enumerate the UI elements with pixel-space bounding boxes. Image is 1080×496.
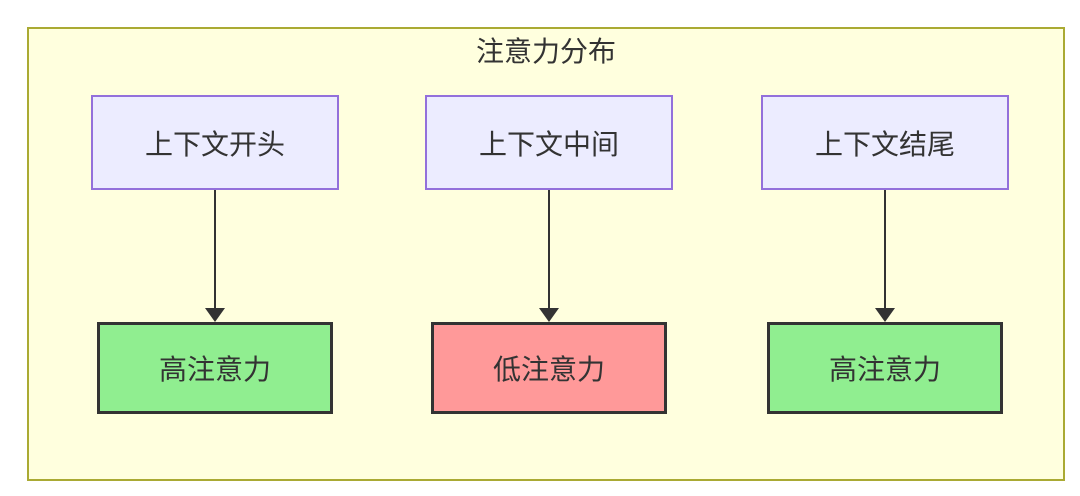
arrowhead-icon xyxy=(205,308,225,322)
edge-end-to-high xyxy=(875,190,895,322)
node-context-end: 上下文结尾 xyxy=(761,95,1009,190)
node-context-middle: 上下文中间 xyxy=(425,95,673,190)
edge-start-to-high xyxy=(205,190,225,322)
edge-middle-to-low xyxy=(539,190,559,322)
column-context-start: 上下文开头 高注意力 xyxy=(85,95,345,415)
cluster-title: 注意力分布 xyxy=(475,36,616,67)
node-context-start: 上下文开头 xyxy=(91,95,339,190)
column-context-end: 上下文结尾 高注意力 xyxy=(755,95,1015,415)
node-low-attention: 低注意力 xyxy=(431,322,667,414)
node-high-attention-left: 高注意力 xyxy=(97,322,333,414)
attention-distribution-cluster: 注意力分布 上下文开头 高注意力 上下文中间 低注意力 上下文结尾 高注意力 xyxy=(27,27,1065,481)
node-high-attention-right: 高注意力 xyxy=(767,322,1003,414)
edge-line xyxy=(548,190,550,308)
column-context-middle: 上下文中间 低注意力 xyxy=(419,95,679,415)
arrowhead-icon xyxy=(539,308,559,322)
arrowhead-icon xyxy=(875,308,895,322)
edge-line xyxy=(884,190,886,308)
edge-line xyxy=(214,190,216,308)
